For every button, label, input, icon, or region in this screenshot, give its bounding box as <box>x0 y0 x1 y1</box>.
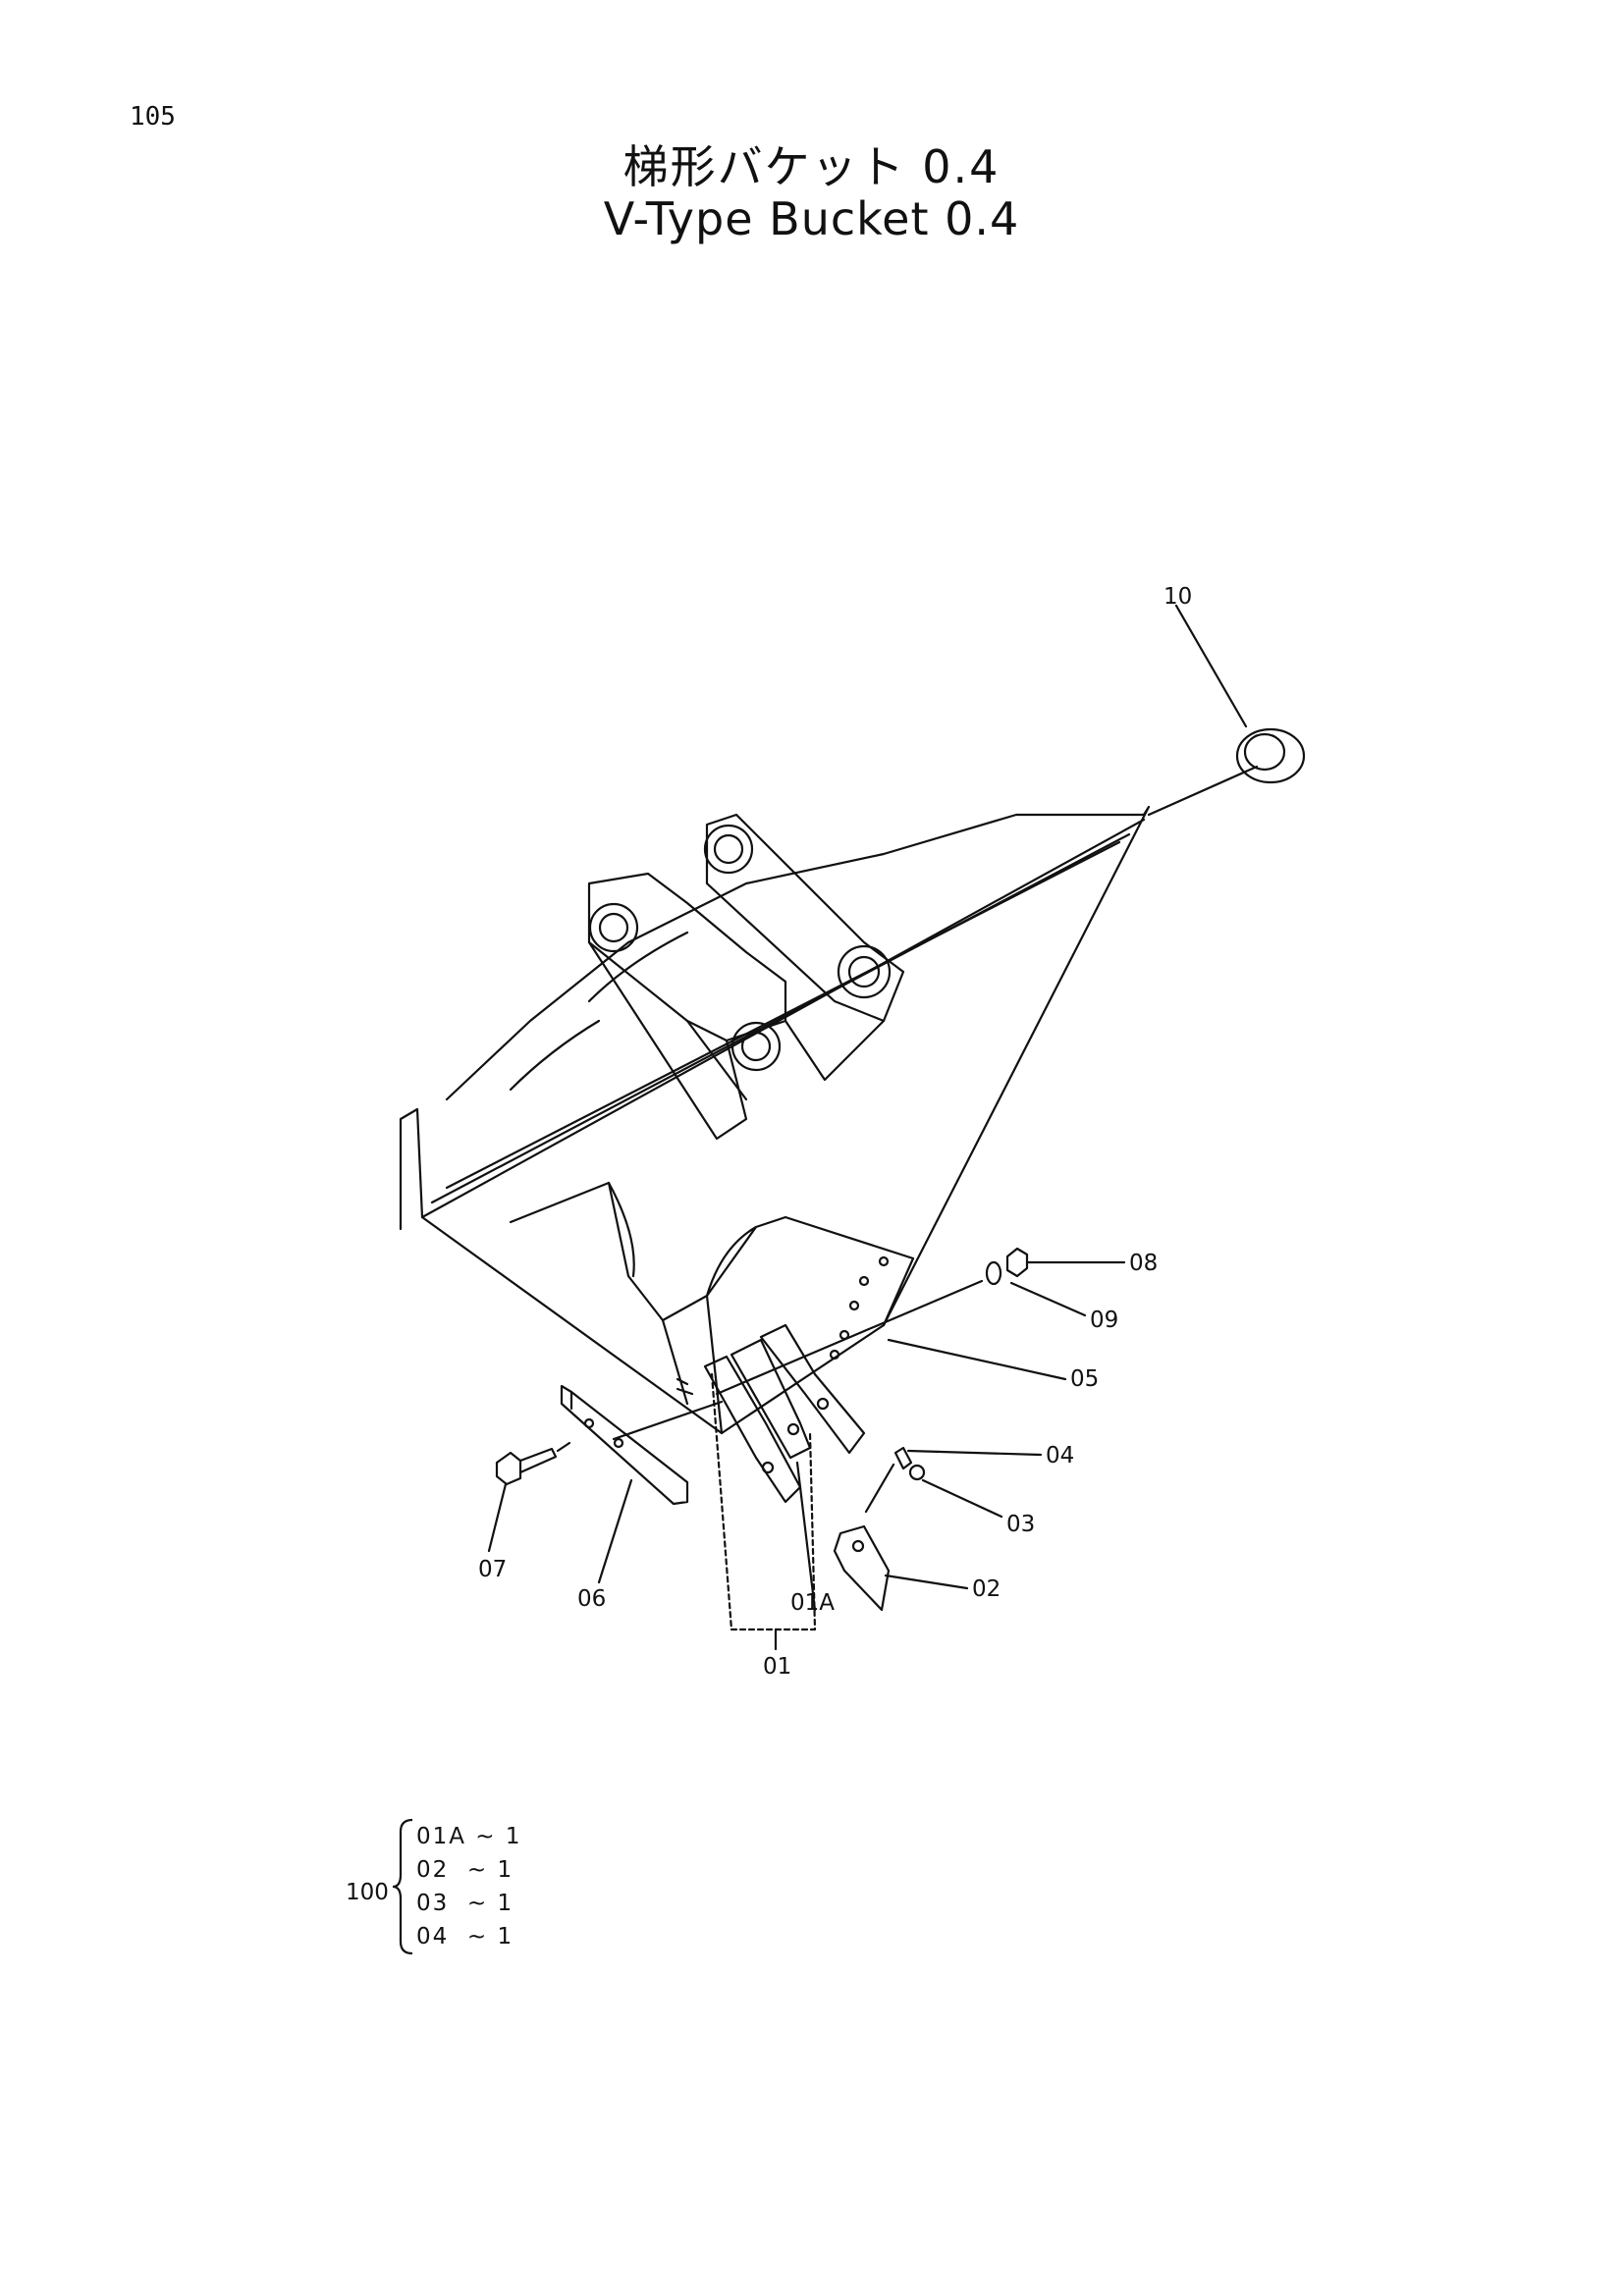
kit-brace <box>392 1818 413 1955</box>
title-japanese: 梯形バケット 0.4 <box>622 140 1001 193</box>
tooth-adapter-3 <box>759 1323 866 1455</box>
nut-part-08 <box>1005 1247 1029 1278</box>
callout-03: 03 <box>1006 1512 1035 1537</box>
pin-boss-2 <box>703 824 754 875</box>
seal-ring-part-10 <box>1235 727 1306 784</box>
callout-04: 04 <box>1046 1443 1074 1468</box>
kit-item-02: 02 ~ 1 <box>416 1857 514 1883</box>
callout-09: 09 <box>1090 1308 1118 1333</box>
pin-boss-1 <box>588 902 639 953</box>
bucket-body <box>399 805 1151 1435</box>
page-number: 105 <box>130 102 176 132</box>
washer-part-09 <box>985 1260 1002 1286</box>
bucket-lug-plate-left <box>587 872 787 1042</box>
callout-07: 07 <box>478 1557 507 1582</box>
bucket-side-wall <box>509 1019 601 1092</box>
callout-06: 06 <box>577 1586 606 1612</box>
kit-number: 100 <box>346 1880 389 1905</box>
side-cutter-part-06 <box>560 1384 689 1506</box>
bucket-top-rim <box>420 818 1146 1219</box>
kit-item-01A: 01A ~ 1 <box>416 1824 522 1849</box>
title-english: V-Type Bucket 0.4 <box>603 192 1020 245</box>
bucket-lug-plate-right <box>705 813 905 1023</box>
callout-01A: 01A <box>790 1590 835 1616</box>
callout-02: 02 <box>972 1576 1001 1602</box>
kit-item-03: 03 ~ 1 <box>416 1891 514 1916</box>
pin-part-04 <box>893 1446 913 1470</box>
bucket-bottom <box>509 1181 915 1322</box>
tooth-adapter-2 <box>730 1338 812 1460</box>
kit-item-04: 04 ~ 1 <box>416 1924 514 1949</box>
callout-05: 05 <box>1070 1366 1099 1392</box>
pin-boss-4 <box>730 1021 782 1072</box>
callout-01: 01 <box>763 1654 791 1680</box>
bolt-part-07 <box>495 1451 522 1486</box>
lock-part-03 <box>908 1464 926 1481</box>
callout-10: 10 <box>1163 584 1192 610</box>
pin-boss-3 <box>837 944 892 999</box>
callout-08: 08 <box>1129 1251 1158 1276</box>
tooth-point-part-02 <box>833 1524 891 1612</box>
